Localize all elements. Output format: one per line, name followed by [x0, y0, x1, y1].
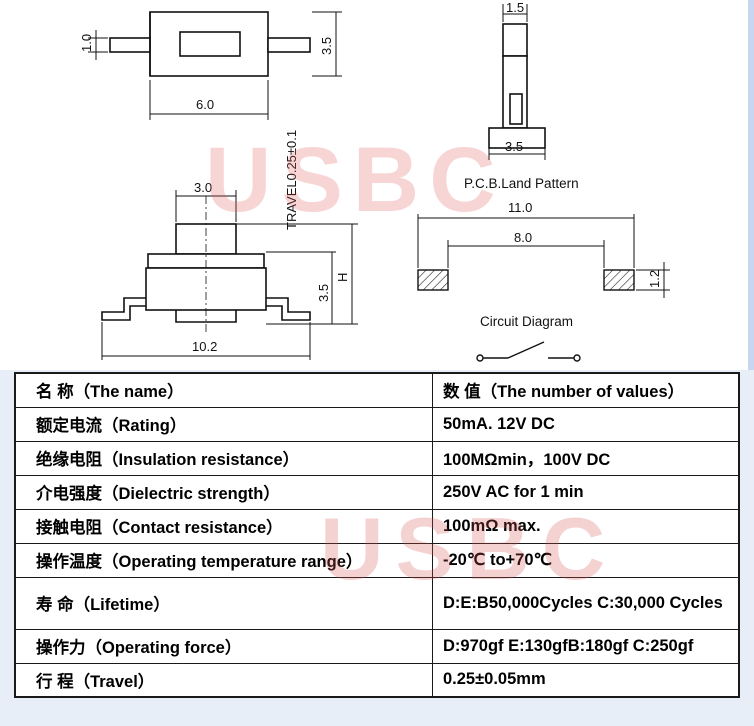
param-name-cell: 额定电流（Rating） [14, 406, 433, 442]
header-name-cell: 名 称（The name） [14, 372, 433, 408]
table-row: 操作力（Operating force）D:970gf E:130gfB:180… [14, 628, 740, 664]
param-name-cell: 行 程（Travel） [14, 662, 433, 698]
front-view [101, 190, 358, 360]
param-name-cell: 寿 命（Lifetime） [14, 576, 433, 630]
top-view [88, 11, 342, 120]
table-row: 接触电阻（Contact resistance）100mΩ max. [14, 508, 740, 544]
param-name-cell: 接触电阻（Contact resistance） [14, 508, 433, 544]
mechanical-drawing: 1.0 3.5 6.0 TRAVEL0.25±0.1 1.5 3.5 P.C.B… [0, 0, 754, 370]
table-header-row: 名 称（The name）数 值（The number of values） [14, 372, 740, 408]
dim-10-2: 10.2 [192, 339, 217, 354]
dim-3-5-top: 3.5 [319, 37, 334, 55]
header-value-cell: 数 值（The number of values） [432, 372, 740, 408]
param-name-cell: 操作力（Operating force） [14, 628, 433, 664]
param-name-cell: 绝缘电阻（Insulation resistance） [14, 440, 433, 476]
param-name-cell: 操作温度（Operating temperature range） [14, 542, 433, 578]
param-value-cell: D:970gf E:130gfB:180gf C:250gf [432, 628, 740, 664]
param-value-cell: D:E:B50,000Cycles C:30,000 Cycles [432, 576, 740, 630]
table-row: 行 程（Travel）0.25±0.05mm [14, 662, 740, 698]
spec-table-grid: 名 称（The name）数 值（The number of values）额定… [14, 372, 740, 698]
dim-travel: TRAVEL0.25±0.1 [284, 130, 299, 230]
spec-table: 名 称（The name）数 值（The number of values）额定… [14, 372, 740, 698]
param-value-cell: 100mΩ max. [432, 508, 740, 544]
dim-1-2: 1.2 [647, 270, 662, 288]
dim-h: H [335, 273, 350, 282]
param-value-cell: 0.25±0.05mm [432, 662, 740, 698]
pcb-pattern [417, 214, 670, 298]
table-row: 绝缘电阻（Insulation resistance）100MΩmin，100V… [14, 440, 740, 476]
param-value-cell: -20℃ to+70℃ [432, 542, 740, 578]
param-value-cell: 100MΩmin，100V DC [432, 440, 740, 476]
dim-3-5-side: 3.5 [505, 139, 523, 154]
table-row: 寿 命（Lifetime）D:E:B50,000Cycles C:30,000 … [14, 576, 740, 630]
dim-8-0: 8.0 [514, 230, 532, 245]
side-view [488, 4, 546, 160]
table-row: 操作温度（Operating temperature range）-20℃ to… [14, 542, 740, 578]
dim-6-0: 6.0 [196, 97, 214, 112]
dim-3-0: 3.0 [194, 180, 212, 195]
table-row: 额定电流（Rating）50mA. 12V DC [14, 406, 740, 442]
dim-3-5-front: 3.5 [316, 284, 331, 302]
param-name-cell: 介电强度（Dielectric strength） [14, 474, 433, 510]
table-row: 介电强度（Dielectric strength）250V AC for 1 m… [14, 474, 740, 510]
param-value-cell: 250V AC for 1 min [432, 474, 740, 510]
dim-1-0: 1.0 [79, 34, 94, 52]
pcb-land-pattern-label: P.C.B.Land Pattern [464, 176, 579, 191]
circuit-diagram-label: Circuit Diagram [480, 314, 573, 329]
param-value-cell: 50mA. 12V DC [432, 406, 740, 442]
switch-symbol [476, 341, 581, 362]
drawing-svg: 1.0 3.5 6.0 TRAVEL0.25±0.1 1.5 3.5 P.C.B… [79, 0, 670, 362]
dim-11-0: 11.0 [508, 200, 532, 215]
dim-1-5: 1.5 [506, 0, 524, 15]
